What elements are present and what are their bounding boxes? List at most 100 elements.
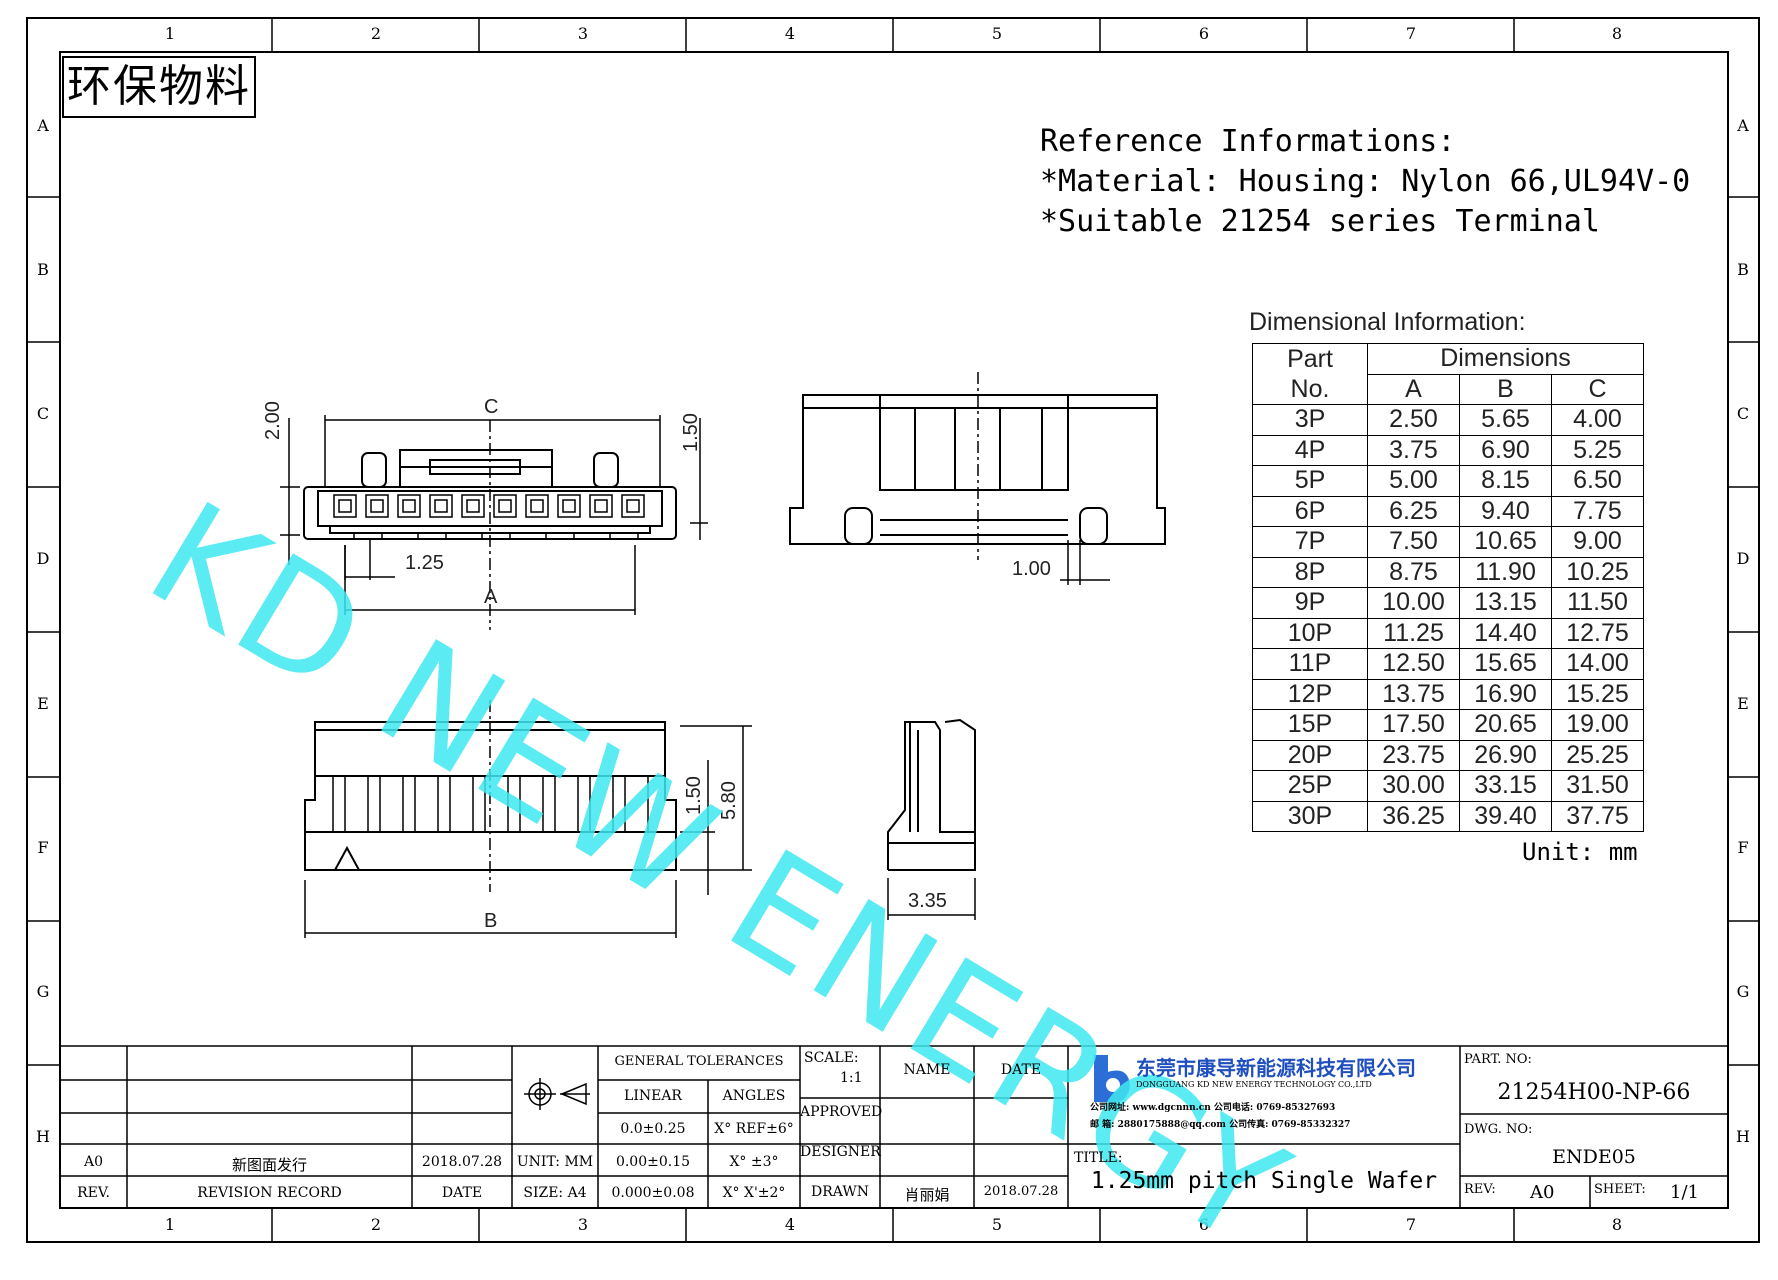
cell-dim-a: 6.25 — [1367, 495, 1460, 527]
zone-5-bottom: 5 — [991, 1215, 1003, 1234]
zone-e-right: E — [1737, 694, 1749, 713]
zone-7-bottom: 7 — [1405, 1215, 1417, 1234]
cell-dim-a: 2.50 — [1367, 404, 1460, 436]
head-part: Part — [1287, 345, 1333, 373]
cell-dim-a: 3.75 — [1367, 434, 1460, 466]
head-dimensions: Dimensions — [1367, 343, 1644, 375]
rev-desc: 新图面发行 — [231, 1156, 307, 1174]
revision-record-label: REVISION RECORD — [197, 1185, 342, 1201]
dim-b-label: B — [484, 910, 498, 932]
drawn-date: 2018.07.28 — [983, 1184, 1059, 1199]
zone-a-right: A — [1737, 116, 1749, 135]
zone-d-right: D — [1736, 549, 1750, 568]
cell-dim-a: 36.25 — [1367, 800, 1460, 832]
cell-dim-b: 10.65 — [1459, 526, 1552, 558]
dim-c-label: C — [484, 396, 499, 418]
cell-dim-c: 25.25 — [1551, 739, 1644, 771]
cell-dim-a: 23.75 — [1367, 739, 1460, 771]
cell-part-no: 7P — [1252, 526, 1368, 558]
approved-label: APPROVED — [800, 1104, 883, 1120]
reference-material: *Material: Housing: Nylon 66,UL94V-0 — [1040, 164, 1691, 199]
dim-a-label: A — [484, 586, 498, 608]
rev-a0: A0 — [83, 1154, 104, 1170]
general-tolerances: GENERAL TOLERANCES — [614, 1054, 784, 1069]
cell-part-no: 9P — [1252, 587, 1368, 619]
zone-3: 3 — [577, 24, 589, 43]
cell-dim-a: 17.50 — [1367, 709, 1460, 741]
angles-label: ANGLES — [722, 1088, 786, 1104]
part-no-label: PART. NO: — [1464, 1052, 1532, 1067]
rev2-value: A0 — [1530, 1182, 1555, 1203]
head-no: No. — [1290, 375, 1330, 403]
part-no: 21254H00-NP-66 — [1497, 1080, 1691, 1105]
eco-material-stamp: 环保物料 — [62, 56, 256, 118]
scale-value: 1:1 — [840, 1070, 863, 1086]
head-col-c: C — [1551, 373, 1644, 405]
cell-dim-a: 10.00 — [1367, 587, 1460, 619]
cell-dim-b: 13.15 — [1459, 587, 1552, 619]
zone-4: 4 — [784, 24, 796, 43]
zone-h-right: H — [1736, 1127, 1750, 1146]
zone-a: A — [37, 116, 49, 135]
tol-2: 0.00±0.15 — [615, 1154, 691, 1170]
size-field: SIZE: A4 — [523, 1185, 587, 1201]
ang-3: X° X'±2° — [722, 1185, 786, 1201]
date-label: DATE — [441, 1185, 483, 1201]
zone-h: H — [36, 1127, 50, 1146]
sheet-value: 1/1 — [1670, 1182, 1699, 1203]
cell-dim-a: 12.50 — [1367, 648, 1460, 680]
zone-d: D — [36, 549, 50, 568]
dwg-no-label: DWG. NO: — [1464, 1122, 1533, 1137]
unit-label: Unit: mm — [1522, 838, 1638, 866]
zone-2-bottom: 2 — [370, 1215, 382, 1234]
cell-dim-c: 11.50 — [1551, 587, 1644, 619]
zone-2: 2 — [370, 24, 382, 43]
ang-2: X° ±3° — [729, 1154, 779, 1170]
zone-6: 6 — [1198, 24, 1210, 43]
reference-terminal: *Suitable 21254 series Terminal — [1040, 204, 1600, 239]
linear-label: LINEAR — [624, 1088, 682, 1104]
cell-dim-c: 12.75 — [1551, 617, 1644, 649]
cell-dim-b: 9.40 — [1459, 495, 1552, 527]
date-header: DATE — [1000, 1062, 1042, 1078]
cell-part-no: 8P — [1252, 556, 1368, 588]
dim-100-label: 1.00 — [1012, 558, 1051, 580]
zone-3-bottom: 3 — [577, 1215, 589, 1234]
cell-dim-a: 13.75 — [1367, 678, 1460, 710]
cell-dim-b: 5.65 — [1459, 404, 1552, 436]
drawn-name: 肖丽娟 — [904, 1186, 950, 1204]
cell-dim-c: 31.50 — [1551, 770, 1644, 802]
cell-dim-a: 5.00 — [1367, 465, 1460, 497]
dim-200-label: 2.00 — [262, 401, 284, 440]
cell-dim-c: 10.25 — [1551, 556, 1644, 588]
drawing-title: 1.25mm pitch Single Wafer — [1090, 1168, 1438, 1194]
cell-dim-b: 39.40 — [1459, 800, 1552, 832]
cell-part-no: 6P — [1252, 495, 1368, 527]
tol-1: 0.0±0.25 — [620, 1121, 686, 1137]
ang-1: X° REF±6° — [714, 1121, 794, 1137]
designer-label: DESIGNER — [800, 1144, 881, 1160]
zone-1: 1 — [164, 24, 176, 43]
cell-dim-b: 11.90 — [1459, 556, 1552, 588]
cell-dim-b: 16.90 — [1459, 678, 1552, 710]
head-col-a: A — [1367, 373, 1460, 405]
zone-c-right: C — [1736, 404, 1750, 423]
rev2-label: REV: — [1464, 1182, 1496, 1197]
cell-part-no: 20P — [1252, 739, 1368, 771]
dwg-no: ENDE05 — [1552, 1146, 1636, 1168]
zone-4-bottom: 4 — [784, 1215, 796, 1234]
zone-7: 7 — [1405, 24, 1417, 43]
cell-dim-b: 20.65 — [1459, 709, 1552, 741]
cell-dim-c: 9.00 — [1551, 526, 1644, 558]
cell-dim-c: 19.00 — [1551, 709, 1644, 741]
